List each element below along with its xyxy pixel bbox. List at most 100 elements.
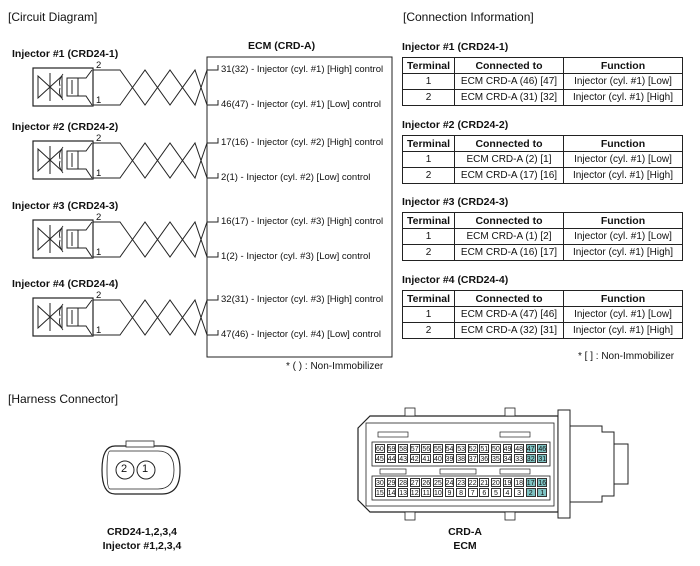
ecm-connector-caption-2: ECM: [453, 540, 477, 552]
table-cell: Injector (cyl. #1) [High]: [562, 89, 683, 106]
ecm-pin: 4: [502, 488, 513, 497]
table-cell: 2: [402, 322, 455, 339]
ecm-pin: 18: [514, 478, 524, 487]
column-header: Terminal: [402, 290, 455, 307]
wire-high: [93, 142, 208, 180]
ecm-pin: 2: [525, 488, 536, 497]
wire-low: [93, 220, 208, 258]
column-header: Connected to: [453, 212, 564, 229]
ecm-pin: 9: [444, 488, 455, 497]
column-header: Function: [562, 135, 683, 152]
ecm-pin: 34: [502, 454, 513, 463]
injector-label: Injector #2 (CRD24-2): [12, 121, 119, 133]
table-cell: Injector (cyl. #1) [High]: [562, 322, 683, 339]
ecm-connector-caption: CRD-A: [448, 526, 482, 538]
connection-info-header: [Connection Information]: [403, 10, 534, 24]
injector-label: Injector #3 (CRD24-3): [12, 200, 119, 212]
wire-high: [93, 221, 208, 259]
wire-high: [93, 69, 208, 107]
ecm-pin: 12: [409, 488, 420, 497]
ecm-pin: 45: [375, 454, 385, 463]
ecm-pin: 1: [537, 488, 548, 497]
ecm-pin-low-label: 46(47) - Injector (cyl. #1) [Low] contro…: [221, 99, 381, 110]
ecm-pin: 26: [421, 478, 432, 487]
ecm-pin: 23: [456, 478, 466, 487]
table-cell: ECM CRD-A (47) [46]: [453, 306, 564, 323]
ecm-pin: 30: [375, 478, 385, 487]
ecm-pin: 46: [537, 444, 548, 453]
ecm-pin-low-label: 1(2) - Injector (cyl. #3) [Low] control: [221, 251, 371, 262]
wire-low: [93, 141, 208, 179]
injector-symbol-group: [32, 65, 219, 337]
injector-symbol: [32, 65, 219, 107]
table-cell: ECM CRD-A (1) [2]: [453, 228, 564, 245]
table-cell: Injector (cyl. #1) [Low]: [562, 151, 683, 168]
column-header: Connected to: [453, 290, 564, 307]
small-pin-label-1: 1: [142, 463, 149, 475]
wire-low: [93, 68, 208, 106]
connection-table-title: Injector #4 (CRD24-4): [402, 274, 509, 286]
table-cell: ECM CRD-A (2) [1]: [453, 151, 564, 168]
small-connector-caption-2: Injector #1,2,3,4: [102, 540, 182, 552]
table-cell: 1: [402, 228, 455, 245]
wire-high: [93, 299, 208, 337]
ecm-pin: 22: [467, 478, 478, 487]
pin-label-high: 2: [96, 60, 102, 71]
injector-label: Injector #4 (CRD24-4): [12, 278, 119, 290]
ecm-pin: 44: [386, 454, 397, 463]
table-note: * [ ] : Non-Immobilizer: [578, 351, 675, 362]
ecm-pin: 31: [537, 454, 548, 463]
injector-symbol: [32, 217, 219, 259]
injector-symbol: [32, 138, 219, 180]
ecm-pin: 7: [467, 488, 478, 497]
column-header: Function: [562, 212, 683, 229]
table-cell: 1: [402, 306, 455, 323]
injector-symbol: [32, 295, 219, 337]
table-cell: ECM CRD-A (46) [47]: [453, 73, 564, 90]
pin-label-high: 2: [96, 133, 102, 144]
ecm-pin: 53: [456, 444, 466, 453]
ecm-pin: 40: [433, 454, 443, 463]
table-cell: ECM CRD-A (31) [32]: [453, 89, 564, 106]
injector-label: Injector #1 (CRD24-1): [12, 48, 119, 60]
pin-label-low: 1: [96, 247, 102, 258]
ecm-pin: 5: [491, 488, 501, 497]
table-cell: ECM CRD-A (32) [31]: [453, 322, 564, 339]
column-header: Connected to: [453, 57, 564, 74]
ecm-pin: 10: [433, 488, 443, 497]
ecm-pin: 21: [479, 478, 490, 487]
ecm-pin: 29: [386, 478, 397, 487]
small-pin-label-2: 2: [121, 463, 128, 475]
table-cell: 1: [402, 151, 455, 168]
ecm-pin: 32: [525, 454, 536, 463]
ecm-pin: 39: [444, 454, 455, 463]
ecm-pin: 13: [398, 488, 408, 497]
ecm-pin: 47: [525, 444, 536, 453]
pin-label-high: 2: [96, 212, 102, 223]
small-connector-caption: CRD24-1,2,3,4: [106, 526, 178, 538]
ecm-pin: 3: [514, 488, 524, 497]
ecm-pin: 38: [456, 454, 466, 463]
circuit-diagram-header: [Circuit Diagram]: [8, 10, 98, 24]
ecm-pin: 43: [398, 454, 408, 463]
ecm-pin: 49: [502, 444, 513, 453]
ecm-pin: 27: [409, 478, 420, 487]
ecm-pin: 28: [398, 478, 408, 487]
pin-label-low: 1: [96, 95, 102, 106]
connection-table-title: Injector #1 (CRD24-1): [402, 41, 509, 53]
ecm-pin: 16: [537, 478, 548, 487]
pin-label-high: 2: [96, 290, 102, 301]
ecm-pin: 50: [491, 444, 501, 453]
column-header: Terminal: [402, 212, 455, 229]
ecm-pin: 58: [398, 444, 408, 453]
